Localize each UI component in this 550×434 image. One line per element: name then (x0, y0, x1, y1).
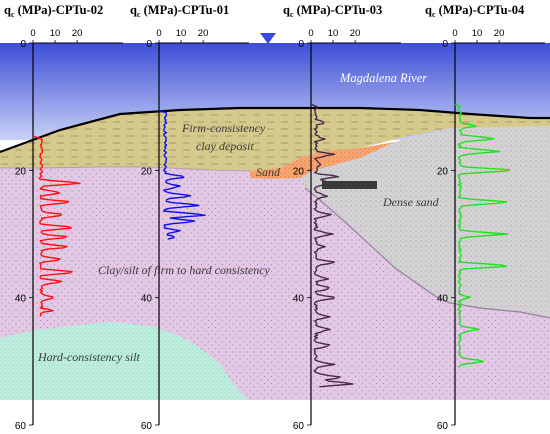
depth-tick-label: 60 (15, 421, 27, 432)
firm-clay-texture (0, 108, 550, 171)
cpt-trace-cptu-01 (158, 109, 206, 240)
qc-tick-label: 20 (494, 28, 505, 39)
column-header-2: qc (MPa)-CPTu-01 (130, 3, 229, 19)
depth-tick-label: 20 (293, 166, 305, 177)
sand-texture (250, 142, 395, 179)
dense-sand-boundary (304, 187, 550, 319)
column-headers: qc (MPa)-CPTu-02 qc (MPa)-CPTu-01 qc (MPa)… (4, 3, 525, 19)
cpt-profiles (32, 103, 511, 388)
soil-strata (0, 43, 550, 434)
label-firm-clay-2: clay deposit (196, 139, 254, 153)
depth-tick-label: 60 (293, 421, 305, 432)
cpt-trace-cptu-04 (454, 103, 511, 368)
water-level-marker (260, 33, 276, 44)
label-hard-silt: Hard-consistency silt (37, 350, 141, 364)
qc-tick-label: 10 (50, 28, 61, 39)
depth-tick-label: 20 (437, 166, 449, 177)
column-header-3: qc (MPa)-CPTu-03 (283, 3, 382, 19)
depth-tick-label: 40 (293, 294, 305, 305)
qc-tick-label: 20 (350, 28, 361, 39)
depth-tick-label: 60 (437, 421, 449, 432)
depth-tick-label: 0 (20, 39, 26, 50)
depth-tick-label: 0 (146, 39, 152, 50)
depth-tick-label: 20 (15, 166, 27, 177)
label-firm-clay-1: Firm-consistency (181, 121, 266, 135)
depth-tick-label: 60 (141, 421, 153, 432)
cpt-trace-cptu-02 (32, 135, 81, 317)
label-clay-silt: Clay/silt of firm to hard consistency (98, 263, 271, 277)
qc-tick-label: 10 (472, 28, 483, 39)
qc-tick-label: 10 (176, 28, 187, 39)
depth-tick-label: 40 (15, 294, 27, 305)
label-magdalena-river: Magdalena River (339, 71, 427, 85)
qc-tick-label: 0 (30, 28, 35, 39)
depth-tick-label: 0 (442, 39, 448, 50)
qc-tick-label: 0 (308, 28, 313, 39)
page-bottom (0, 400, 550, 434)
cpt-trace-cptu-03 (310, 103, 354, 388)
dense-sand-texture (300, 126, 550, 318)
depth-tick-label: 20 (141, 166, 153, 177)
hard-silt-texture (0, 322, 250, 400)
cptu-03-sand-bar (322, 181, 377, 189)
cpt-axes: 0 10 20 0 20 40 60 0 10 20 0 20 40 60 0 10 20 0 20 40 60 0 10 2… (15, 28, 545, 432)
label-sand: Sand (256, 165, 281, 179)
qc-tick-label: 20 (198, 28, 209, 39)
depth-tick-label: 0 (298, 39, 304, 50)
column-header-1: qc (MPa)-CPTu-02 (4, 3, 103, 19)
depth-tick-label: 40 (437, 294, 449, 305)
ground-surface-line (0, 106, 550, 154)
column-header-4: qc (MPa)-CPTu-04 (425, 3, 525, 19)
label-dense-sand: Dense sand (382, 195, 440, 209)
qc-tick-label: 0 (452, 28, 457, 39)
qc-tick-label: 0 (156, 28, 161, 39)
qc-tick-label: 20 (72, 28, 83, 39)
depth-tick-label: 40 (141, 294, 153, 305)
qc-tick-label: 10 (328, 28, 339, 39)
